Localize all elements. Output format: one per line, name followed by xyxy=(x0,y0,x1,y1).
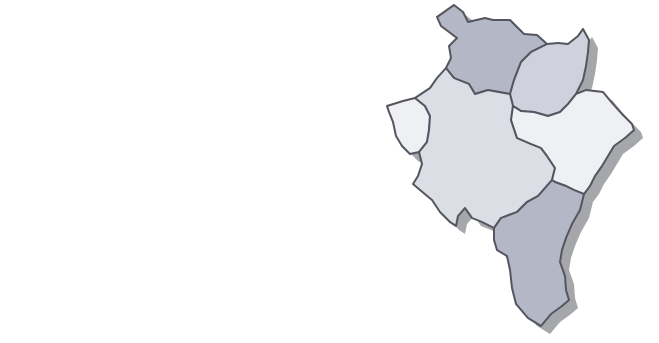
region-south[interactable] xyxy=(493,179,585,327)
map-regions xyxy=(386,4,635,327)
region-east[interactable] xyxy=(510,89,635,195)
